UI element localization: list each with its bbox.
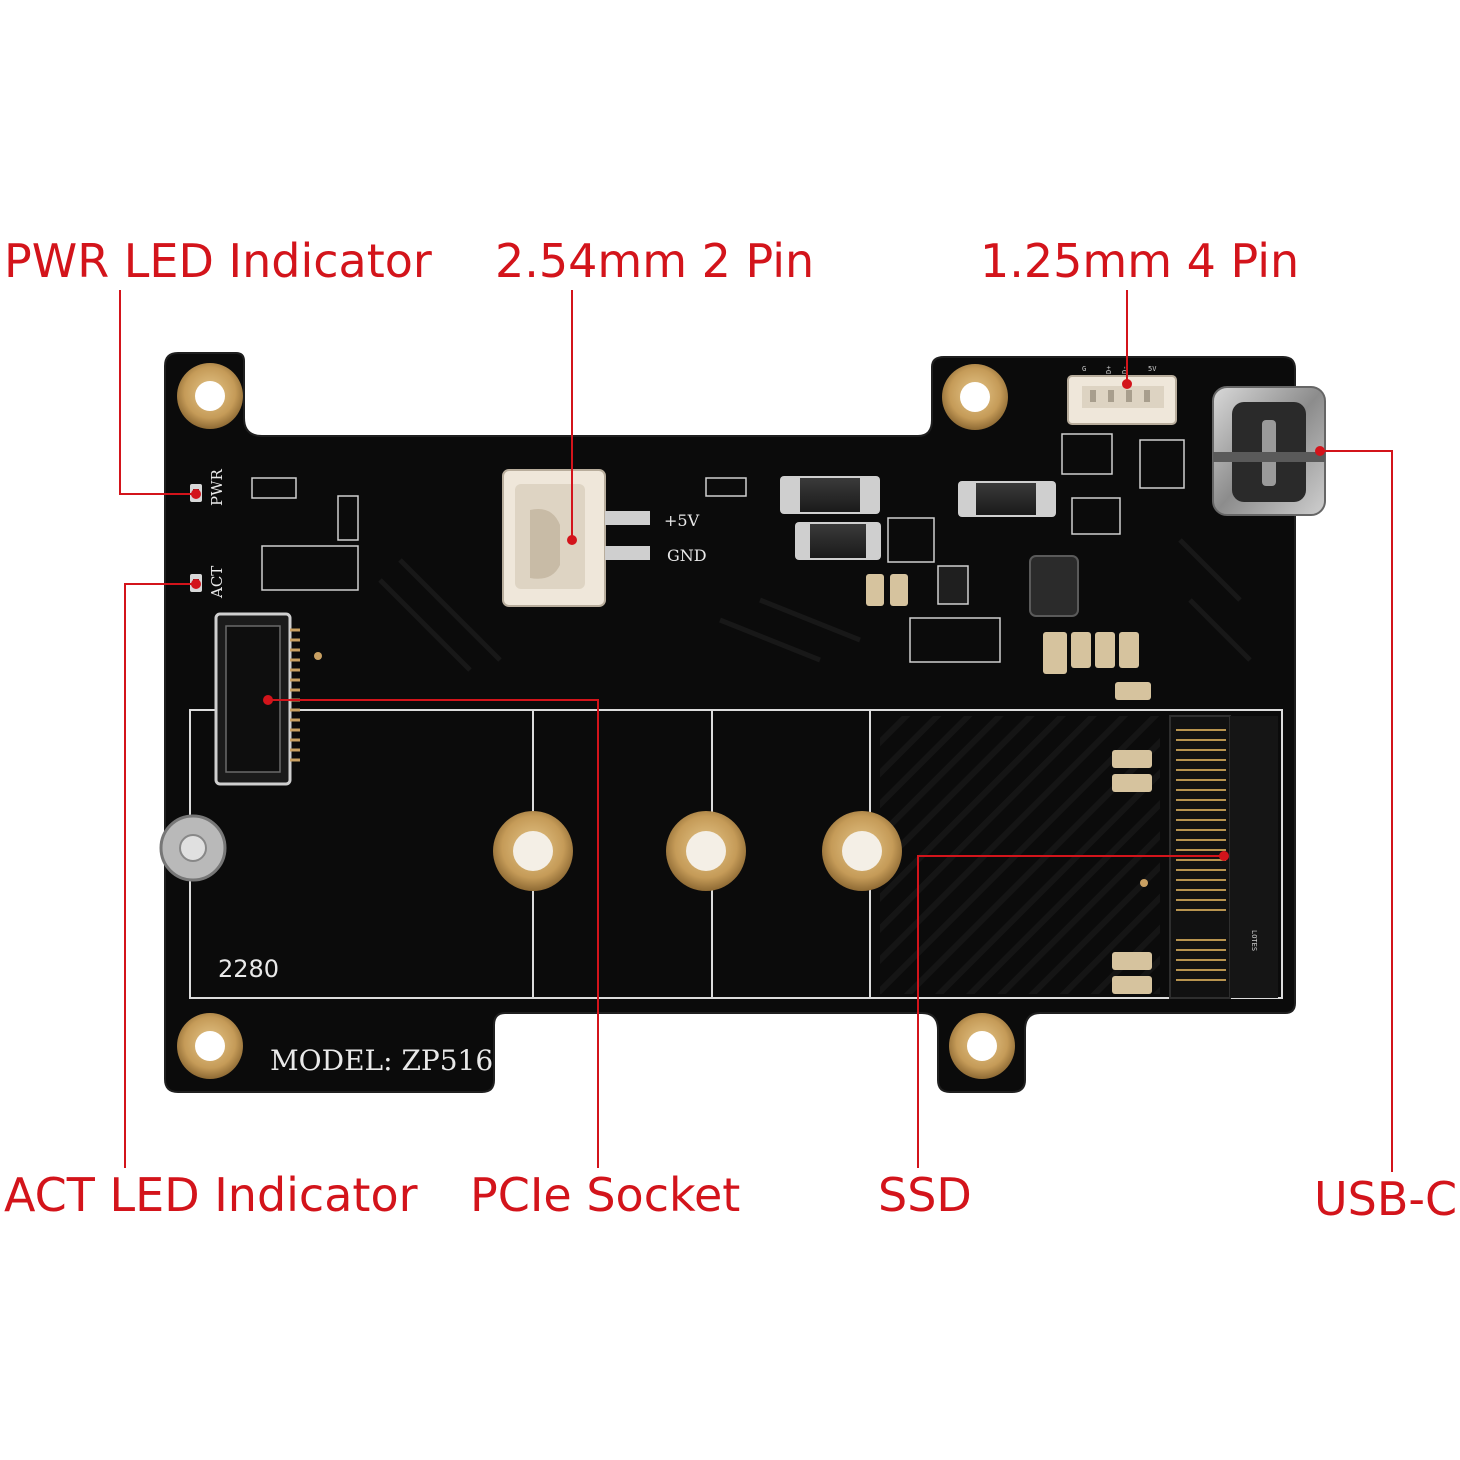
connector-254mm-2pin [502, 469, 650, 607]
usb-c-port [1212, 386, 1326, 516]
silk-lotes: LOTES [1250, 930, 1258, 951]
leader-pwr [119, 290, 196, 495]
leader-pcie [268, 699, 599, 1168]
silk-size: 2280 [218, 955, 279, 983]
silk-pin-dminus: D- [1121, 366, 1129, 374]
silk-model: MODEL: ZP516 [270, 1044, 493, 1077]
label-ssd: SSD [878, 1168, 972, 1222]
label-125mm-4pin: 1.25mm 4 Pin [980, 234, 1300, 288]
leader-ssd [917, 855, 1224, 1168]
label-pcie-socket: PCIe Socket [470, 1168, 741, 1222]
silk-pin-dplus: D+ [1105, 366, 1113, 374]
silk-pin-g: G [1082, 365, 1086, 373]
label-pwr-led: PWR LED Indicator [4, 234, 432, 288]
label-act-led: ACT LED Indicator [4, 1168, 418, 1222]
label-254mm-2pin: 2.54mm 2 Pin [495, 234, 815, 288]
silk-plus5v: +5V [664, 511, 700, 530]
connector-125mm-4pin [1067, 375, 1177, 425]
mounting-holes [159, 363, 1015, 1079]
trace-lines [378, 538, 1252, 672]
label-usb-c: USB-C [1314, 1172, 1458, 1226]
silk-gnd: GND [667, 546, 707, 565]
leader-usbc [1320, 450, 1393, 1172]
inductor [1029, 555, 1079, 617]
silk-pin-5v: 5V [1148, 365, 1157, 373]
leader-act [124, 583, 196, 1168]
silk-pwr: PWR [208, 468, 226, 506]
leader-lines [119, 290, 1393, 1172]
silk-act: ACT [208, 566, 226, 599]
power-components [251, 433, 1185, 994]
